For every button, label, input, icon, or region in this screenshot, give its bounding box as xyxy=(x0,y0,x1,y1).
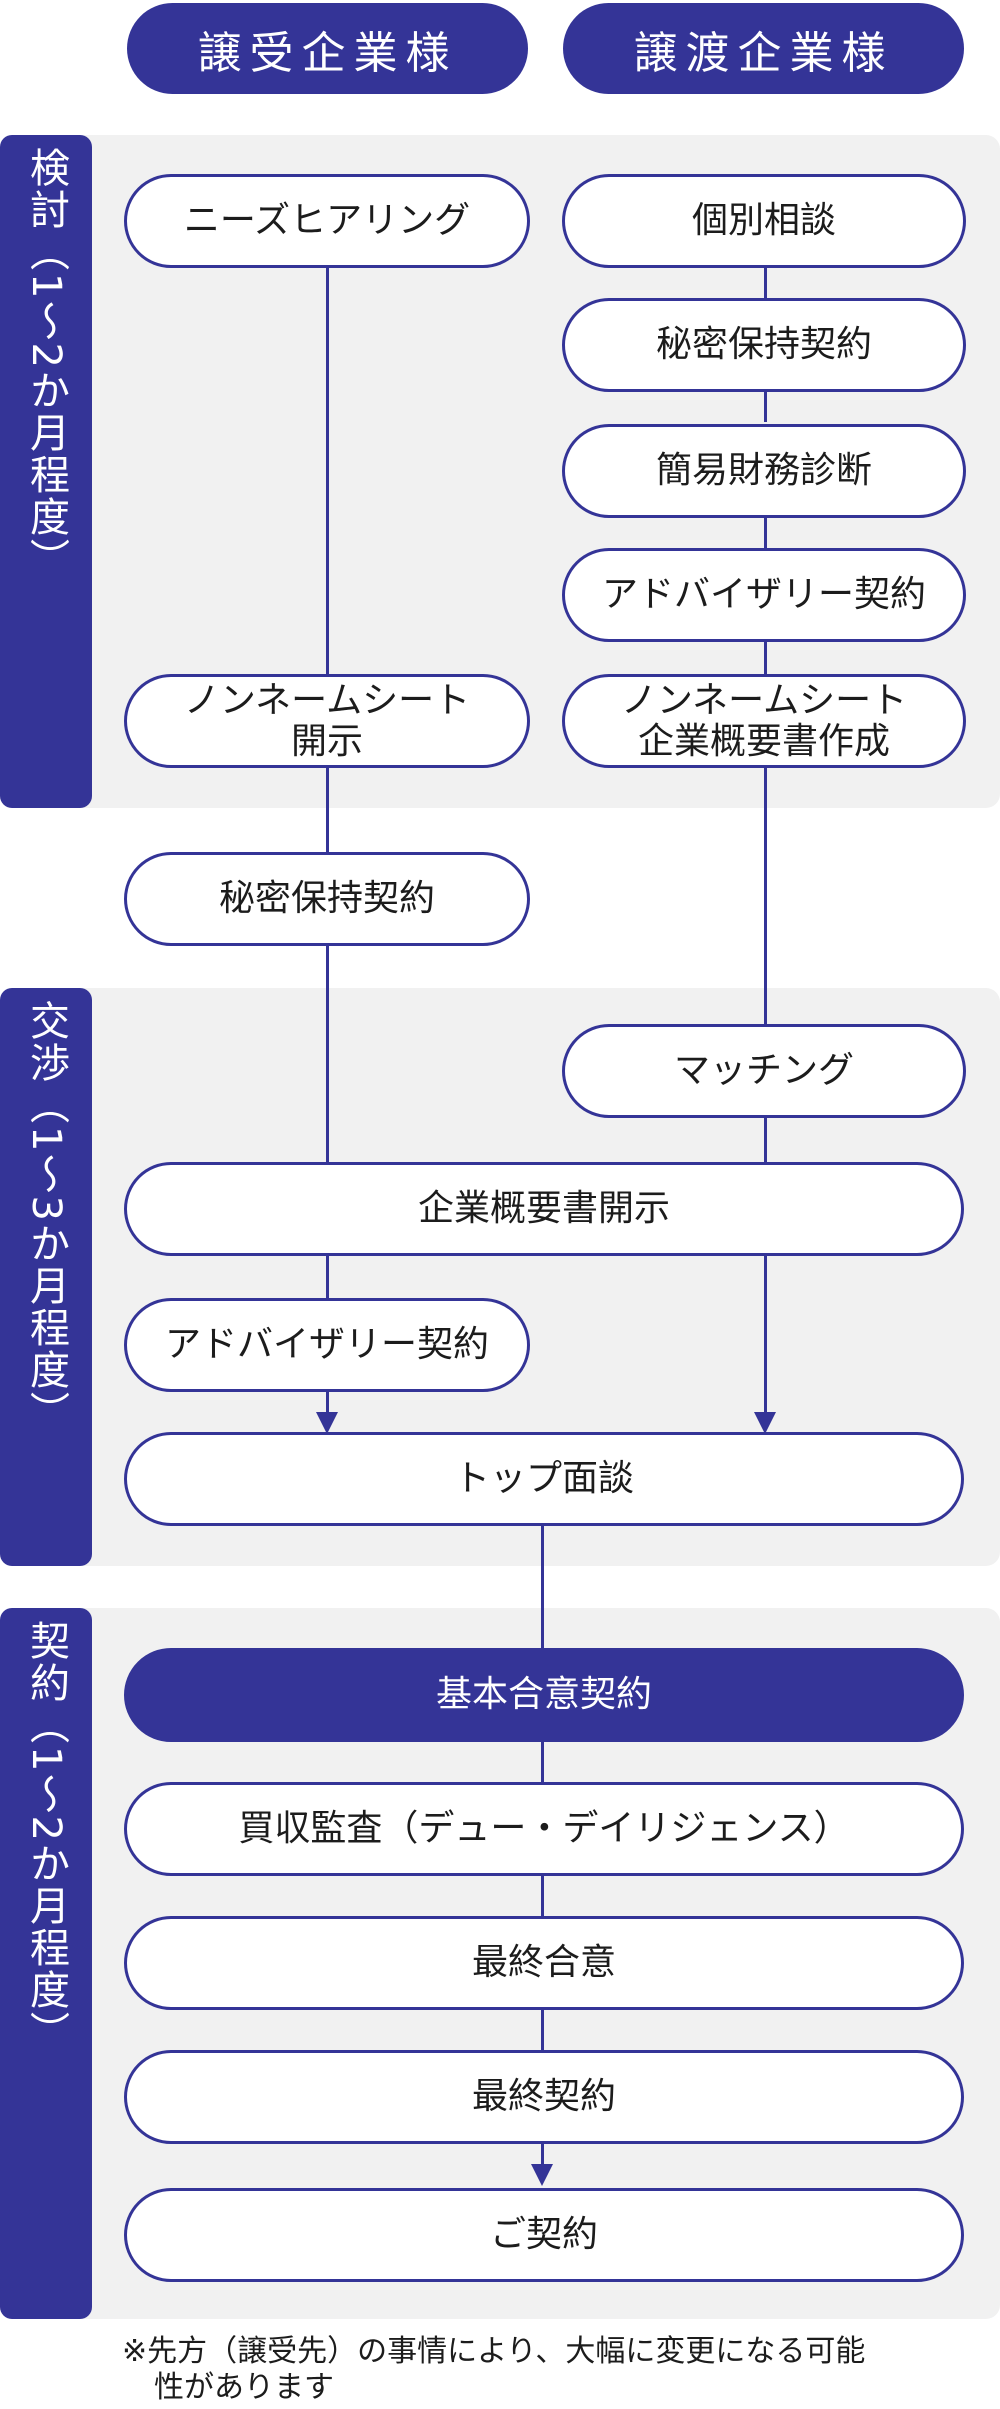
step-final-agreement: 最終合意 xyxy=(124,1916,964,2010)
step-individual-consult: 個別相談 xyxy=(562,174,966,268)
buyer-line-4 xyxy=(326,1256,329,1300)
step-final-contract: 最終契約 xyxy=(124,2050,964,2144)
buyer-header: 譲受企業様 xyxy=(127,3,528,94)
step-nonname-disclose-line2: 開示 xyxy=(290,721,363,762)
step-overview-disclose: 企業概要書開示 xyxy=(124,1162,964,1256)
seller-line-1 xyxy=(764,268,767,298)
phase-consider: 検討（1～2か月程度） xyxy=(0,135,92,808)
step-top-meeting: トップ面談 xyxy=(124,1432,964,1526)
seller-line-7 xyxy=(764,1256,767,1414)
step-matching: マッチング xyxy=(562,1024,966,1118)
buyer-arrow-top-meeting xyxy=(316,1412,338,1434)
step-nonname-create-line1: ノンネームシート xyxy=(620,679,908,721)
step-nonname-create: ノンネームシート 企業概要書作成 xyxy=(562,674,966,768)
seller-line-6 xyxy=(764,1118,767,1164)
seller-arrow-top-meeting xyxy=(754,1412,776,1434)
step-basic-agreement: 基本合意契約 xyxy=(124,1648,964,1742)
phase-contract-label: 契約（1～2か月程度） xyxy=(23,1620,69,2053)
footnote-line1: ※先方（譲受先）の事情により、大幅に変更になる可能 xyxy=(122,2334,866,2369)
step-nda-seller: 秘密保持契約 xyxy=(562,298,966,392)
footnote: ※先方（譲受先）の事情により、大幅に変更になる可能 性があります xyxy=(122,2334,992,2406)
footnote-line2: 性があります xyxy=(154,2370,334,2405)
main-line-4 xyxy=(541,2010,544,2050)
seller-header: 譲渡企業様 xyxy=(563,3,964,94)
step-advisory-buyer: アドバイザリー契約 xyxy=(124,1298,530,1392)
step-due-diligence: 買収監査（デュー・デイリジェンス） xyxy=(124,1782,964,1876)
main-line-5 xyxy=(541,2144,544,2166)
step-needs-hearing: ニーズヒアリング xyxy=(124,174,530,268)
step-nonname-disclose-line1: ノンネームシート xyxy=(183,679,471,721)
step-advisory-seller: アドバイザリー契約 xyxy=(562,548,966,642)
step-contract-done: ご契約 xyxy=(124,2188,964,2282)
phase-negotiate: 交渉（1～3か月程度） xyxy=(0,988,92,1566)
main-line-1 xyxy=(541,1526,544,1650)
seller-line-3 xyxy=(764,518,767,548)
buyer-line-3 xyxy=(326,946,329,1164)
step-simple-diagnosis: 簡易財務診断 xyxy=(562,424,966,518)
main-line-2 xyxy=(541,1742,544,1782)
seller-line-5 xyxy=(764,768,767,1026)
step-nonname-disclose: ノンネームシート 開示 xyxy=(124,674,530,768)
step-nda-buyer: 秘密保持契約 xyxy=(124,852,530,946)
buyer-line-2 xyxy=(326,768,329,854)
step-nonname-create-line2: 企業概要書作成 xyxy=(637,721,890,762)
phase-consider-label: 検討（1～2か月程度） xyxy=(23,147,69,580)
phase-negotiate-label: 交渉（1～3か月程度） xyxy=(23,1000,69,1433)
buyer-line-5 xyxy=(326,1392,329,1414)
seller-line-2 xyxy=(764,392,767,422)
phase-contract: 契約（1～2か月程度） xyxy=(0,1608,92,2319)
seller-line-4 xyxy=(764,642,767,676)
main-arrow-contract xyxy=(531,2164,553,2186)
main-line-3 xyxy=(541,1876,544,1916)
buyer-line-1 xyxy=(326,268,329,676)
